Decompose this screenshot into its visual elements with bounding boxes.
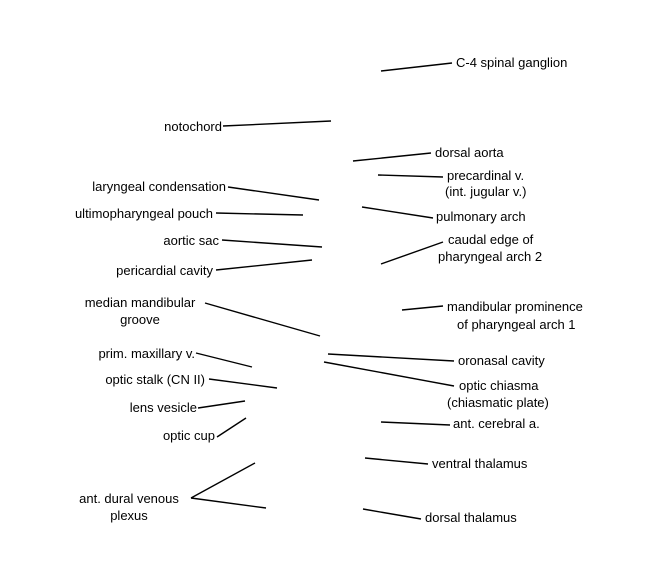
leader-dorsal-thalamus bbox=[362, 508, 422, 520]
label-pericardial-cavity: pericardial cavity bbox=[116, 263, 213, 278]
label-ventral-thalamus: ventral thalamus bbox=[432, 456, 528, 471]
leader-median-mandibular-groove bbox=[204, 302, 321, 337]
leader-aortic-sac bbox=[221, 239, 323, 248]
leader-ultimopharyngeal-pouch bbox=[215, 212, 304, 216]
label-laryngeal-condensation: laryngeal condensation bbox=[92, 179, 226, 194]
leader-ant-cerebral-a bbox=[380, 421, 451, 426]
leader-pericardial-cavity bbox=[215, 259, 313, 271]
leader-laryngeal-condensation bbox=[227, 186, 320, 201]
label-aortic-sac: aortic sac bbox=[163, 233, 219, 248]
label-ultimopharyngeal-pouch: ultimopharyngeal pouch bbox=[75, 206, 213, 221]
label-dorsal-aorta: dorsal aorta bbox=[435, 145, 504, 160]
label-mandibular-prominence-line2: of pharyngeal arch 1 bbox=[457, 317, 576, 332]
label-notochord: notochord bbox=[164, 119, 222, 134]
leader-lines bbox=[190, 62, 455, 520]
label-optic-chiasma-line1: optic chiasma bbox=[459, 378, 539, 393]
label-ant-dural-venous-plexus-line1: ant. dural venous bbox=[79, 491, 179, 506]
label-caudal-edge-line2: pharyngeal arch 2 bbox=[438, 249, 542, 264]
leader-precardinal-v bbox=[377, 174, 444, 178]
leader-caudal-edge-arch2 bbox=[380, 241, 444, 265]
label-prim-maxillary-v: prim. maxillary v. bbox=[98, 346, 195, 361]
label-median-mandibular-groove-line2: groove bbox=[120, 312, 160, 327]
label-precardinal-v-line1: precardinal v. bbox=[447, 168, 524, 183]
leader-optic-cup bbox=[216, 417, 247, 438]
label-caudal-edge-line1: caudal edge of bbox=[448, 232, 534, 247]
leader-optic-chiasma bbox=[323, 361, 455, 387]
label-dorsal-thalamus: dorsal thalamus bbox=[425, 510, 517, 525]
leader-mandibular-prominence bbox=[401, 305, 444, 311]
label-optic-cup: optic cup bbox=[163, 428, 215, 443]
label-c4-spinal-ganglion: C-4 spinal ganglion bbox=[456, 55, 567, 70]
label-lens-vesicle: lens vesicle bbox=[130, 400, 197, 415]
label-pulmonary-arch: pulmonary arch bbox=[436, 209, 526, 224]
leader-ant-dural-venous-plexus-lower bbox=[190, 497, 267, 509]
label-precardinal-v-line2: (int. jugular v.) bbox=[445, 184, 526, 199]
label-median-mandibular-groove-line1: median mandibular bbox=[85, 295, 196, 310]
label-ant-dural-venous-plexus-line2: plexus bbox=[110, 508, 148, 523]
leader-c4-spinal-ganglion bbox=[380, 62, 453, 72]
leader-ventral-thalamus bbox=[364, 457, 429, 465]
leader-oronasal-cavity bbox=[327, 353, 455, 362]
leader-prim-maxillary-v bbox=[195, 352, 253, 368]
leader-dorsal-aorta bbox=[352, 152, 432, 162]
label-optic-stalk: optic stalk (CN II) bbox=[105, 372, 205, 387]
leader-notochord bbox=[222, 120, 332, 127]
label-mandibular-prominence-line1: mandibular prominence bbox=[447, 299, 583, 314]
labels: C-4 spinal ganglion notochord dorsal aor… bbox=[75, 55, 583, 525]
leader-lens-vesicle bbox=[197, 400, 246, 409]
leader-ant-dural-venous-plexus-upper bbox=[190, 462, 256, 499]
label-optic-chiasma-line2: (chiasmatic plate) bbox=[447, 395, 549, 410]
leader-optic-stalk bbox=[208, 378, 278, 389]
label-oronasal-cavity: oronasal cavity bbox=[458, 353, 545, 368]
leader-pulmonary-arch bbox=[361, 206, 434, 219]
label-ant-cerebral-a: ant. cerebral a. bbox=[453, 416, 540, 431]
